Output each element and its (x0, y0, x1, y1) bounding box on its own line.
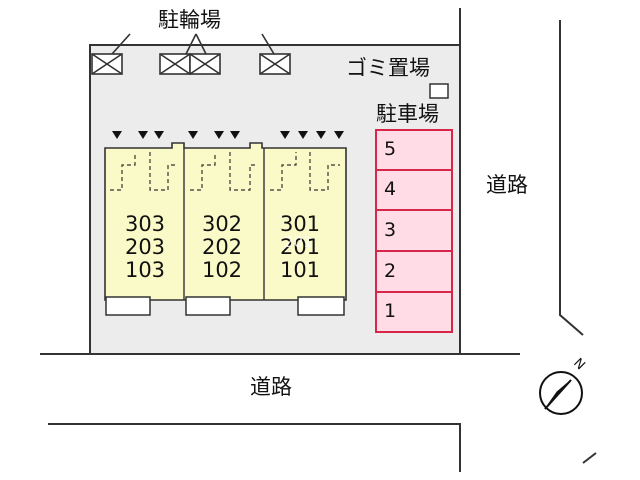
bicycle-marker (91, 53, 123, 75)
garbage-box (429, 83, 449, 99)
entrance-markers (112, 131, 344, 139)
unit-number: 101 (279, 258, 321, 282)
unit-column-3: 301 201 101 (268, 213, 332, 282)
parking-spot (375, 209, 453, 252)
parking-spot (375, 129, 453, 171)
building (104, 131, 347, 316)
road-label-bottom: 道路 (250, 375, 292, 399)
parking-spot-number: 4 (384, 178, 397, 200)
bicycle-marker (259, 53, 291, 75)
parking-spot (375, 250, 453, 293)
road-label-right: 道路 (486, 173, 528, 197)
unit-column-1: 303 203 103 (113, 213, 177, 282)
unit-number: 302 (201, 212, 243, 236)
unit-column-2: 302 202 102 (190, 213, 254, 282)
compass-icon (539, 371, 583, 415)
parking-spot (375, 291, 453, 333)
road-lines (40, 8, 597, 472)
parking-spot-number: 1 (384, 300, 397, 322)
car-parking-label: 駐車場 (376, 102, 439, 126)
balcony (105, 296, 151, 316)
unit-number: 102 (201, 258, 243, 282)
unit-number: 303 (124, 212, 166, 236)
balcony (297, 296, 345, 316)
bicycle-marker (159, 53, 191, 75)
car-parking-area (375, 129, 453, 333)
bicycle-marker (189, 53, 221, 75)
unit-number: 203 (124, 235, 166, 259)
parking-spot-number: 5 (384, 138, 397, 160)
bicycle-parking-area (91, 33, 291, 75)
garbage-area-label: ゴミ置場 (346, 56, 430, 80)
parking-spot-number: 2 (384, 260, 397, 282)
unit-number: 201 (279, 235, 321, 259)
unit-number: 103 (124, 258, 166, 282)
bicycle-parking-label: 駐輪場 (158, 8, 221, 32)
balcony (185, 296, 231, 316)
unit-number: 202 (201, 235, 243, 259)
watermark-text: 201 (284, 233, 313, 251)
parking-spot-number: 3 (384, 219, 397, 241)
parking-spot (375, 169, 453, 211)
unit-number: 301 (279, 212, 321, 236)
